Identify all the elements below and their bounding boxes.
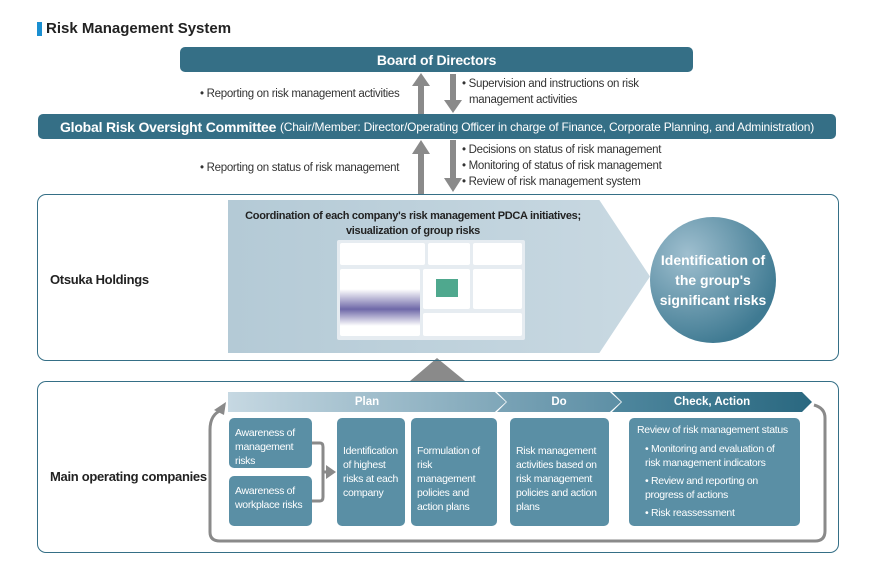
coordination-text: visualization of group risks bbox=[345, 225, 480, 237]
risk-management-activities: Risk management activities based on risk… bbox=[510, 418, 609, 526]
phase-label: Plan bbox=[354, 396, 380, 408]
dashboard-image bbox=[337, 240, 525, 340]
circle-text: significant risks bbox=[659, 292, 767, 308]
review-item: • Review and reporting on progress of ac… bbox=[645, 475, 758, 501]
page-title: Risk Management System bbox=[37, 20, 231, 37]
formulation-policies: Formulation of risk management policies … bbox=[411, 418, 497, 526]
title-text: Risk Management System bbox=[46, 20, 232, 37]
review-risk-status: Review of risk management status • Monit… bbox=[629, 418, 800, 526]
identification-highest-risks: Identification of highest risks at each … bbox=[337, 418, 405, 526]
reporting-to-board: • Reporting on risk management activitie… bbox=[200, 88, 400, 100]
circle-text: Identification of bbox=[660, 252, 766, 268]
supervision-line: management activities bbox=[469, 94, 578, 106]
main-operating-companies-panel bbox=[37, 381, 839, 553]
phase-label: Check, Action bbox=[673, 396, 751, 408]
global-risk-oversight-committee: Global Risk Oversight Committee (Chair/M… bbox=[38, 114, 836, 139]
decision-line: • Monitoring of status of risk managemen… bbox=[462, 160, 662, 172]
coordination-text: Coordination of each company's risk mana… bbox=[245, 210, 581, 222]
review-title: Review of risk management status bbox=[637, 424, 788, 436]
committee-detail: (Chair/Member: Director/Operating Office… bbox=[279, 119, 815, 134]
phase-label: Do bbox=[551, 396, 567, 408]
phase-check-action: Check, Action bbox=[612, 392, 812, 412]
main-operating-companies-label: Main operating companies bbox=[50, 469, 207, 484]
awareness-management-risks: Awareness of management risks bbox=[229, 418, 312, 468]
phase-do: Do bbox=[497, 392, 621, 412]
title-marker bbox=[37, 21, 42, 36]
phase-plan: Plan bbox=[228, 392, 506, 412]
committee-name: Global Risk Oversight Committee bbox=[59, 118, 277, 135]
significant-risks-circle: Identification of the group's significan… bbox=[650, 217, 776, 343]
board-of-directors: Board of Directors bbox=[180, 47, 693, 72]
awareness-workplace-risks: Awareness of workplace risks bbox=[229, 476, 312, 526]
supervision-line: • Supervision and instructions on risk bbox=[462, 78, 639, 90]
otsuka-holdings-label: Otsuka Holdings bbox=[50, 272, 149, 287]
review-item: • Risk reassessment bbox=[645, 507, 735, 519]
decision-line: • Review of risk management system bbox=[462, 176, 641, 188]
reporting-to-committee: • Reporting on status of risk management bbox=[200, 162, 400, 174]
review-item: • Monitoring and evaluation of risk mana… bbox=[645, 443, 775, 469]
otsuka-holdings-panel bbox=[37, 194, 839, 361]
circle-text: the group's bbox=[675, 272, 751, 288]
decision-line: • Decisions on status of risk management bbox=[462, 144, 662, 156]
